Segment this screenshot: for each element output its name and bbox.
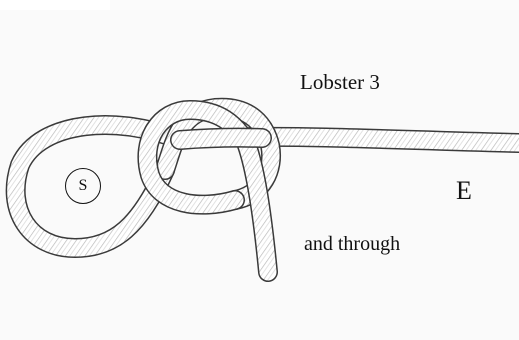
- action-label: and through: [304, 233, 400, 256]
- end-label: E: [456, 176, 472, 206]
- rope-crossing: [180, 138, 262, 140]
- rope-standing-part: [250, 137, 519, 143]
- figure-title: Lobster 3: [300, 70, 380, 95]
- standing-part-marker: S: [65, 168, 101, 204]
